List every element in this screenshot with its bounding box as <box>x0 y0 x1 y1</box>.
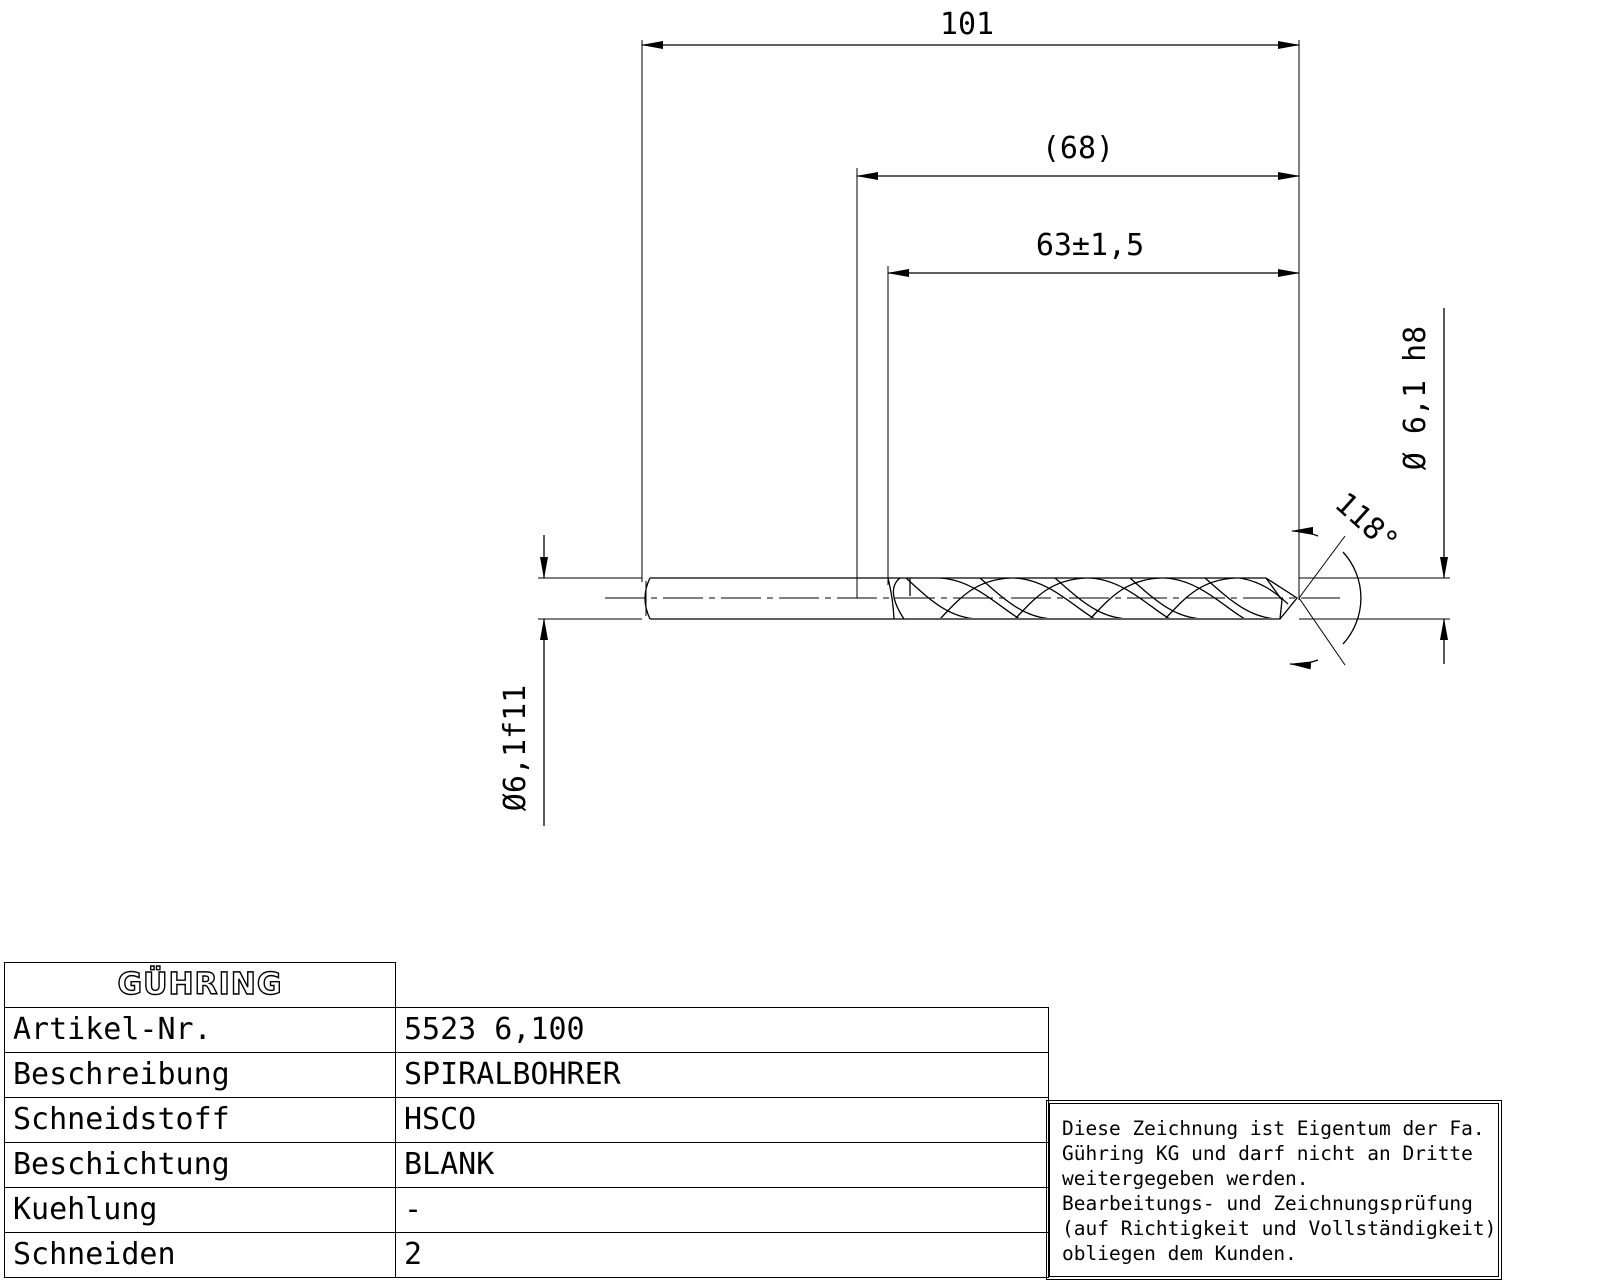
notice-line: Bearbeitungs- und Zeichnungsprüfung <box>1062 1192 1473 1215</box>
value-beschichtung: BLANK <box>395 1142 1049 1188</box>
overall-length-label: 101 <box>940 7 994 42</box>
dim-point-angle: 118° <box>1289 486 1405 670</box>
drill-outline <box>605 577 1340 620</box>
value-artikel-nr: 5523 6,100 <box>395 1007 1049 1053</box>
label-artikel-nr: Artikel-Nr. <box>4 1007 396 1053</box>
guehring-logo: GÜHRING <box>117 967 283 1002</box>
value-kuehlung: - <box>395 1187 1049 1233</box>
value-beschreibung: SPIRALBOHRER <box>395 1052 1049 1098</box>
value-schneidstoff: HSCO <box>395 1097 1049 1143</box>
notice-line: Diese Zeichnung ist Eigentum der Fa. <box>1062 1117 1485 1140</box>
title-block: GÜHRING Artikel-Nr. 5523 6,100 Beschreib… <box>4 962 1049 1280</box>
dim-shank-diameter: Ø6,1f11 <box>498 535 642 826</box>
flute-length-label: 63±1,5 <box>1036 228 1144 263</box>
label-schneiden: Schneiden <box>4 1232 396 1278</box>
notice-line: obliegen dem Kunden. <box>1062 1242 1297 1265</box>
body-length-label: (68) <box>1042 131 1114 166</box>
label-beschichtung: Beschichtung <box>4 1142 396 1188</box>
logo-cell: GÜHRING <box>4 962 396 1008</box>
dim-flute-length: 63±1,5 <box>887 228 1300 585</box>
label-schneidstoff: Schneidstoff <box>4 1097 396 1143</box>
dim-tip-diameter: Ø 6,1 h8 <box>1299 308 1450 664</box>
notice-line: Gühring KG und darf nicht an Dritte <box>1062 1142 1473 1165</box>
notice-line: weitergegeben werden. <box>1062 1167 1309 1190</box>
dim-overall-length: 101 <box>641 7 1300 600</box>
ownership-notice: Diese Zeichnung ist Eigentum der Fa. Güh… <box>1046 1100 1502 1280</box>
point-angle-label: 118° <box>1328 486 1405 560</box>
label-beschreibung: Beschreibung <box>4 1052 396 1098</box>
tip-diameter-label: Ø 6,1 h8 <box>1398 326 1433 471</box>
dim-body-length: (68) <box>856 131 1300 598</box>
notice-line: (auf Richtigkeit und Vollständigkeit) <box>1062 1217 1497 1240</box>
label-kuehlung: Kuehlung <box>4 1187 396 1233</box>
value-schneiden: 2 <box>395 1232 1049 1278</box>
shank-diameter-label: Ø6,1f11 <box>498 685 533 811</box>
